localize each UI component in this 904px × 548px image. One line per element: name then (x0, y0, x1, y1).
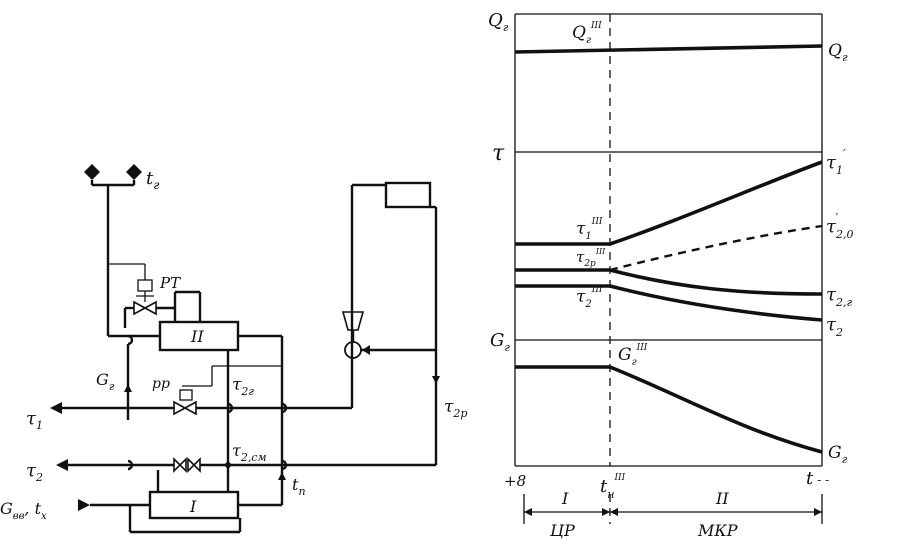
tau2-outlet-arrow (56, 459, 68, 471)
pp-valve-icon (173, 400, 197, 416)
g-right-label: Gг (828, 443, 848, 466)
tau20-right-label: τ2,0′ (826, 211, 853, 241)
pt-sensor (137, 279, 153, 292)
tau2g-curve (609, 268, 823, 296)
gg-arrow (124, 384, 132, 392)
tau2-iii-label: τ2III (576, 285, 603, 310)
tau2g-label: τ2г (232, 375, 254, 398)
pp-label: pp (152, 376, 170, 392)
mixing-node (225, 462, 231, 468)
tau2sm-label: τ2,см (232, 441, 267, 464)
x-start-label: +8 (504, 472, 526, 490)
shutoff-valve-icon (173, 457, 201, 473)
q-curve (514, 44, 823, 54)
heating-device (384, 181, 432, 209)
tau2-label: τ2 (26, 460, 43, 484)
tap-left-icon (84, 164, 134, 187)
pt-label: PT (159, 274, 181, 292)
tau1-curve (515, 160, 823, 246)
pp-sensor (179, 389, 193, 401)
g-curve (515, 365, 823, 454)
pt-valve-icon (133, 300, 157, 316)
period-cr-label: ЦР (549, 521, 575, 540)
axis-tau-label: τ (492, 141, 505, 166)
gvv-inlet-arrow (78, 499, 90, 511)
x-tn-label: tнIII (600, 473, 626, 501)
gvv-label: Gвв, tx (0, 499, 47, 522)
tau1-right-label: τ1′ (826, 147, 846, 177)
heater-i-label: I (189, 497, 197, 516)
tau2-right-label: τ2 (826, 314, 843, 339)
q-iii-label: QгIII (572, 21, 602, 46)
tau1-label: τ1 (26, 408, 43, 432)
tp-label: tп (292, 475, 306, 498)
tau2g-right-label: τ2,г (826, 284, 852, 309)
hot-water-scheme: tг PT II Gг (0, 164, 467, 534)
tau1-iii-label: τ1III (576, 217, 603, 242)
tap-right-icon (126, 164, 142, 185)
heater-ii-label: II (190, 327, 204, 346)
regime-graph: Qг τ Gг QгIII τ1III τ2рIII τ2III GгIII Q… (488, 10, 853, 540)
gg-label: Gг (96, 370, 115, 393)
period-i-label: I (561, 489, 569, 508)
axis-q-label: Qг (488, 10, 509, 34)
x-t-label: t- - (806, 468, 829, 489)
q-right-label: Qг (828, 41, 848, 64)
axis-g-label: Gг (490, 330, 510, 354)
tau1-inlet-arrow (50, 402, 62, 414)
period-ii-label: II (715, 489, 729, 508)
g-iii-label: GгIII (618, 343, 648, 368)
tau2p-iii-label: τ2рIII (576, 247, 606, 269)
tau2-curve (515, 284, 823, 322)
tau2p-label: τ2р (444, 397, 467, 420)
t-g-label: tг (146, 168, 159, 192)
tp-arrow (278, 472, 286, 480)
tau2p-arrow (432, 376, 440, 384)
period-mkr-label: МКР (697, 521, 738, 540)
